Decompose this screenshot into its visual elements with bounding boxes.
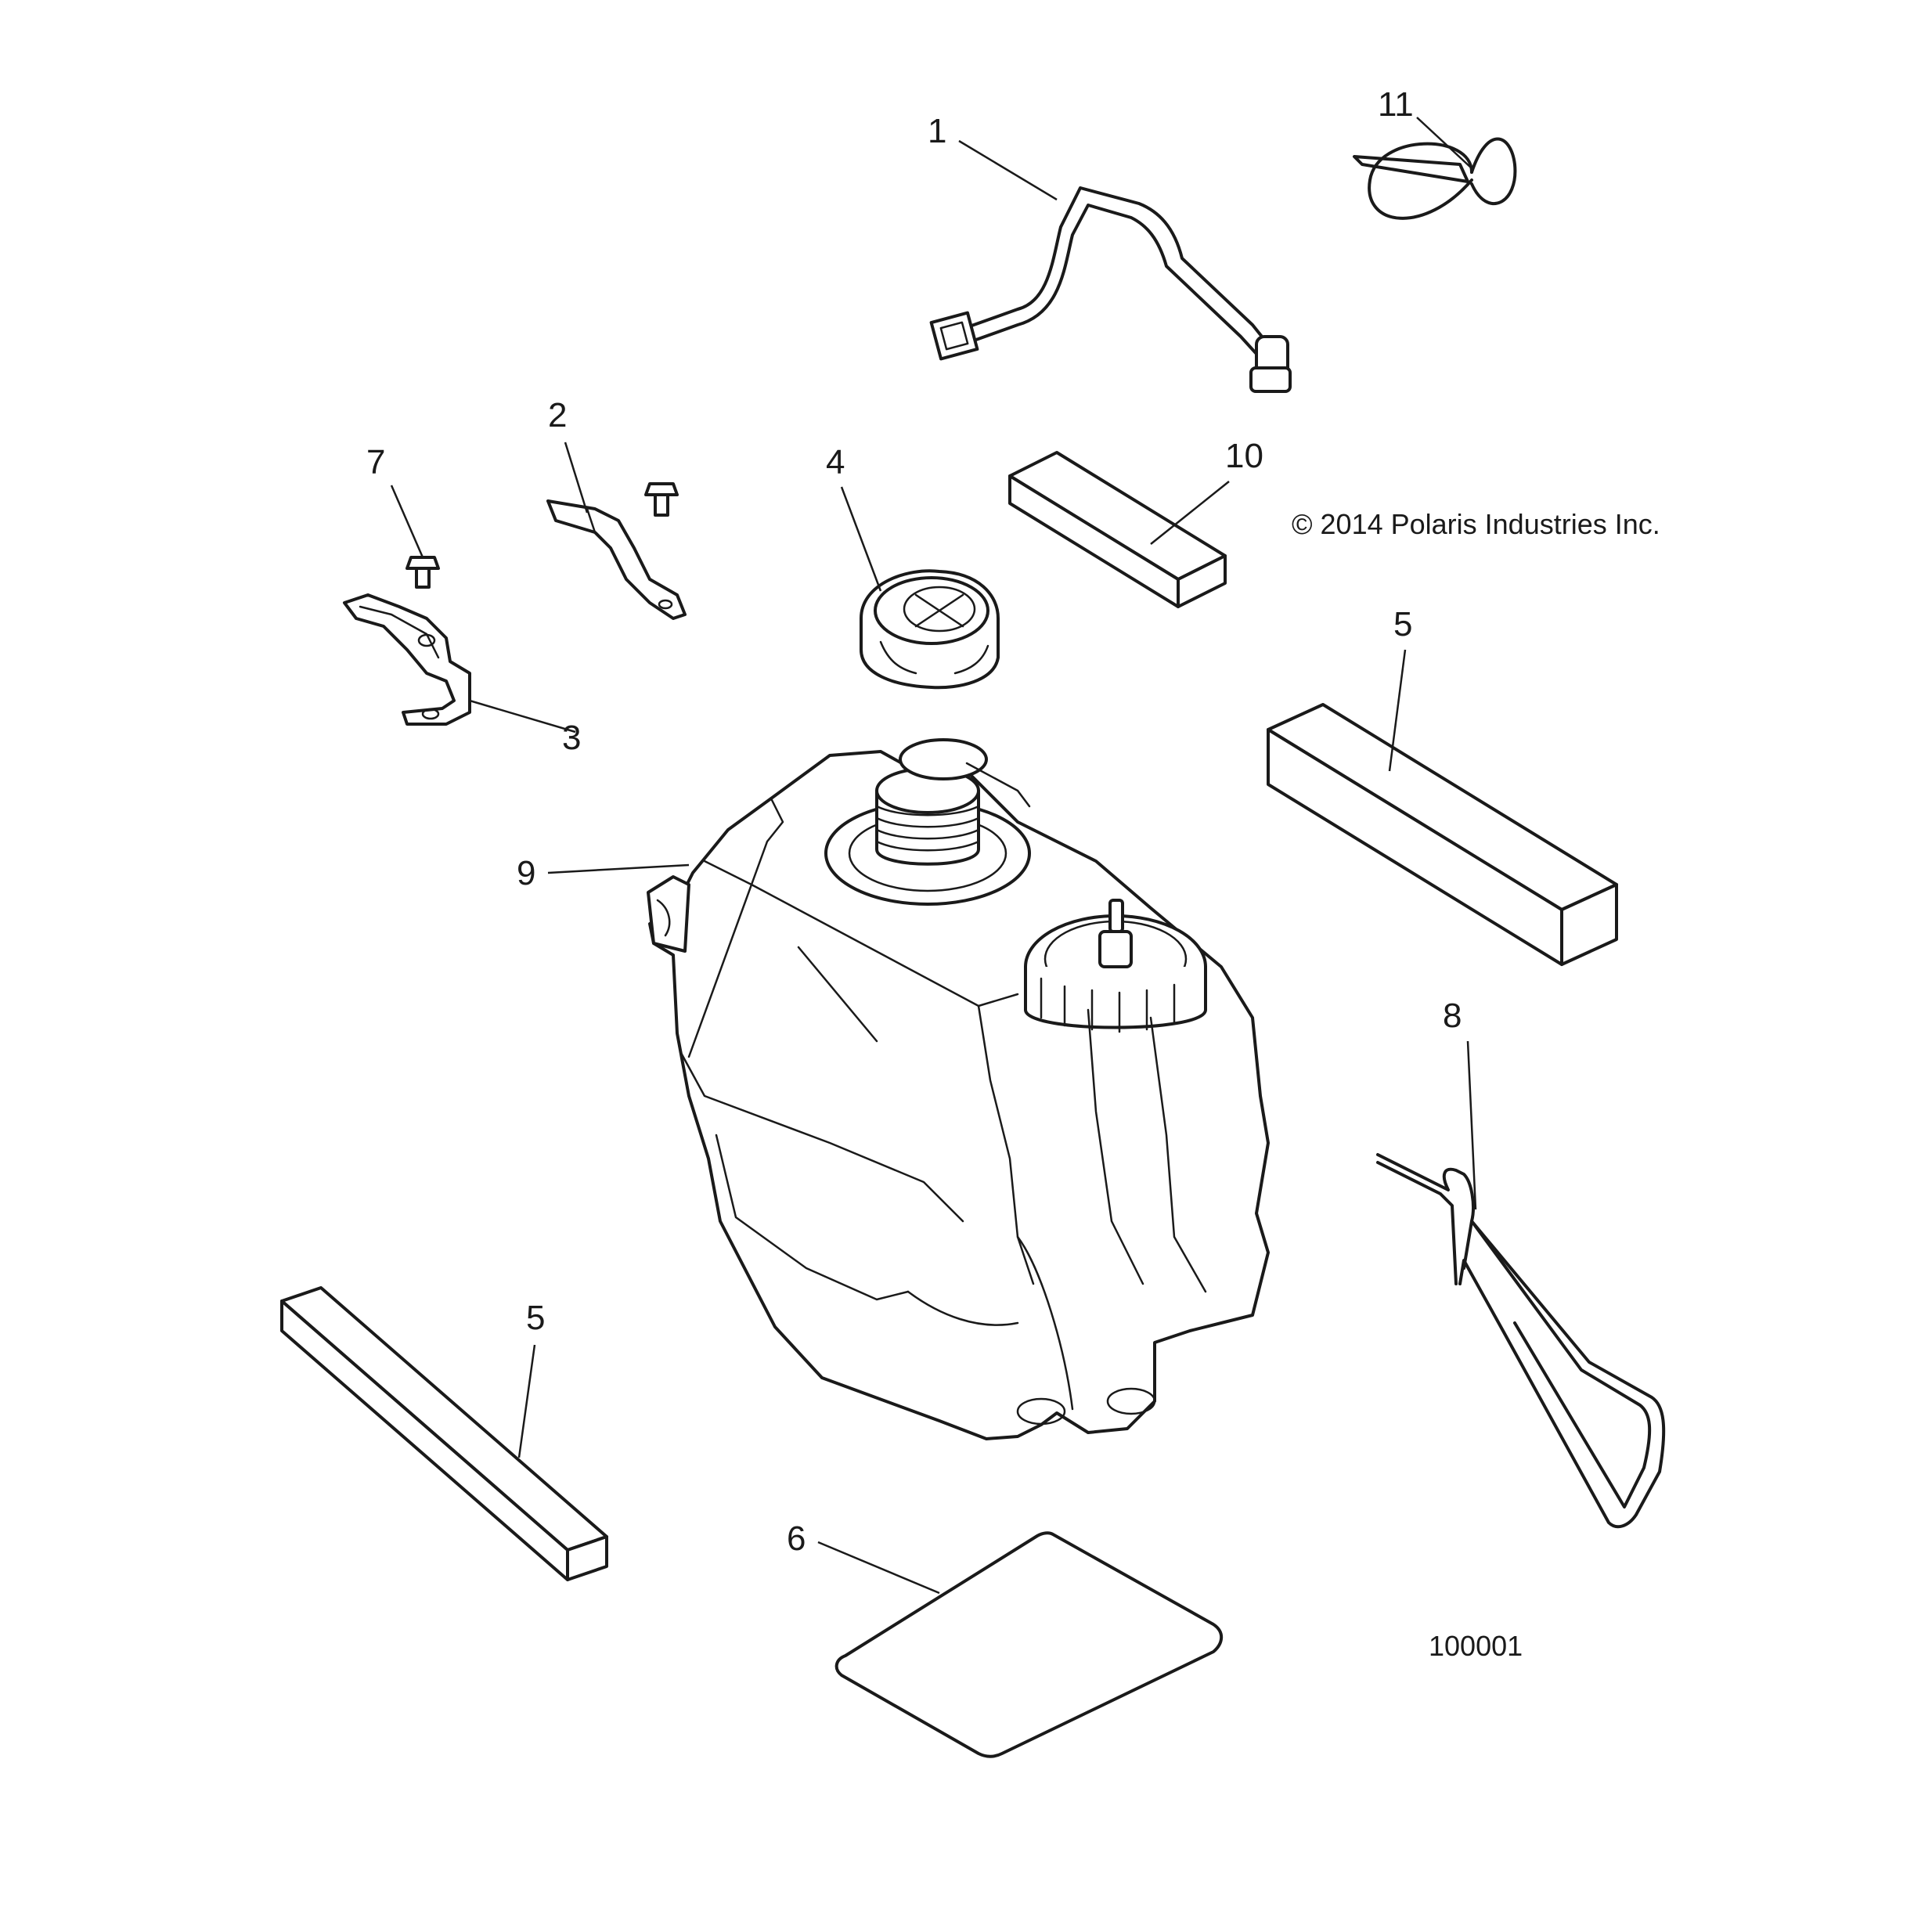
part-3-bracket: [343, 593, 471, 726]
callout-numbers: 1 2 3 4 5 5 6 7 8 9 10 11: [366, 85, 1462, 1558]
leader-lines: [390, 117, 1477, 1595]
callout-2: 2: [548, 396, 567, 434]
part-1-fuel-hose: [929, 186, 1292, 393]
callout-6: 6: [787, 1519, 806, 1558]
callout-1: 1: [928, 112, 946, 150]
part-5-foam-strip-lower: [280, 1286, 608, 1581]
callout-8: 8: [1443, 997, 1462, 1035]
part-7-bolt: [406, 556, 440, 589]
copyright-notice: © 2014 Polaris Industries Inc.: [1292, 508, 1660, 540]
part-4-fuel-cap: [860, 569, 1000, 690]
callout-4: 4: [826, 443, 845, 481]
part-5-foam-strip-upper: [1267, 703, 1618, 966]
part-2-bracket: [546, 499, 687, 620]
part-8-vent-hose: [1376, 1153, 1666, 1529]
callout-3: 3: [562, 719, 581, 757]
part-6-pad: [834, 1531, 1224, 1758]
figure-number: 100001: [1429, 1630, 1523, 1662]
part-9-fuel-tank: [647, 738, 1270, 1440]
callout-7: 7: [366, 443, 385, 481]
callout-11: 11: [1378, 85, 1414, 124]
callout-5-upper: 5: [1393, 605, 1412, 643]
callout-5-lower: 5: [526, 1299, 545, 1337]
part-2-bolt: [644, 482, 679, 517]
callout-9: 9: [517, 854, 535, 892]
part-10-foam-strip: [1008, 451, 1227, 608]
callout-10: 10: [1225, 437, 1263, 475]
part-11-cable-tie: [1353, 137, 1517, 220]
